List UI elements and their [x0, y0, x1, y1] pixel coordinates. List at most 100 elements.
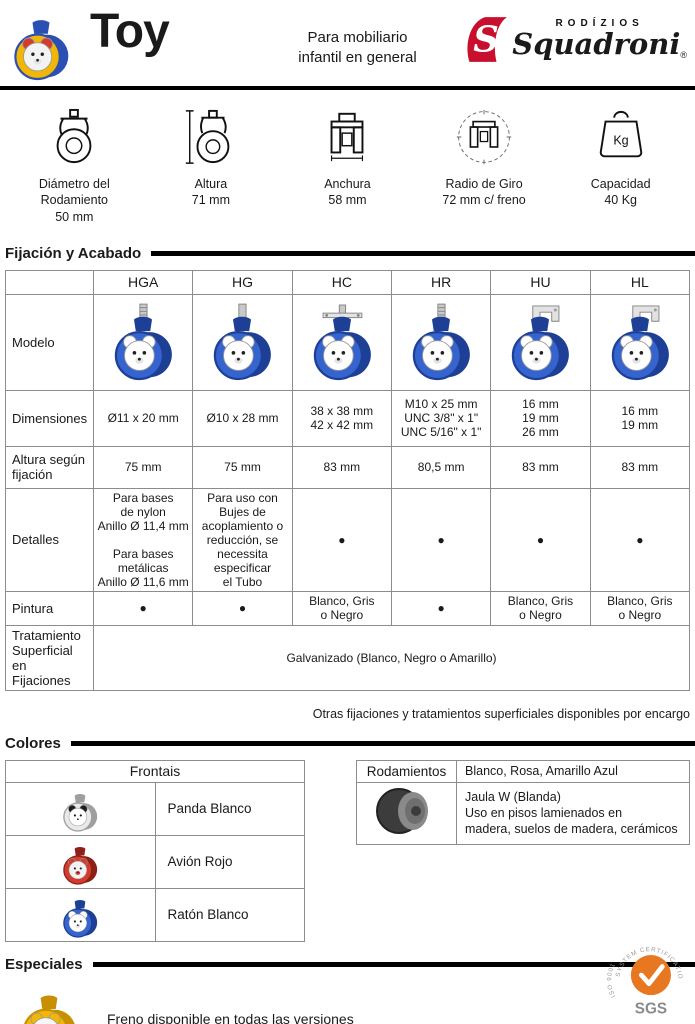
spec-value: 50 mm — [55, 209, 94, 224]
caster-image-hg — [205, 297, 279, 387]
squadroni-s-icon: S — [460, 14, 508, 64]
alt-hl: 83 mm — [589, 445, 691, 489]
alt-hc: 83 mm — [291, 445, 392, 489]
rodamientos-description: Jaula W (Blanda) Uso en pisos lamienados… — [456, 781, 690, 845]
header-divider — [0, 86, 695, 90]
row-label-altura: Altura según fijación — [5, 445, 94, 489]
row-altura: Altura según fijación 75 mm 75 mm 83 mm … — [5, 445, 691, 489]
brand-name: Squadroni — [512, 26, 681, 61]
section-colores-header: Colores — [0, 735, 695, 752]
tratamiento-value: Galvanizado (Blanco, Negro o Amarillo) — [93, 624, 690, 691]
spec-value: 71 mm — [191, 193, 230, 208]
frontais-row-avion: Avión Rojo — [5, 834, 305, 889]
caster-image-hga — [106, 297, 180, 387]
cert-badge-circle — [630, 955, 671, 996]
brand-text: RODÍZIOS Squadroni® — [512, 18, 687, 60]
spec-diameter: Diámetro del Rodamiento 50 mm — [6, 106, 143, 225]
dim-hga: Ø11 x 20 mm — [92, 389, 194, 447]
panda-caster-image — [58, 785, 102, 833]
dim-hr: M10 x 25 mm UNC 3/8" x 1" UNC 5/16" x 1" — [390, 389, 492, 447]
dim-hu: 16 mm 19 mm 26 mm — [490, 389, 591, 447]
row-dimensiones: Dimensiones Ø11 x 20 mm Ø10 x 28 mm 38 x… — [5, 389, 691, 447]
section-title-colores: Colores — [5, 734, 61, 752]
wheel-diameter-icon — [6, 106, 143, 166]
corner-cell — [5, 269, 94, 295]
spec-label: Altura — [194, 177, 228, 191]
frontais-table: Frontais Panda Blanco Avión Rojo Ratón B… — [5, 759, 305, 942]
sgs-certification-mark: SYSTEM CERTIFICATION ISO 9001 SGS — [604, 928, 691, 1022]
rodamientos-body-row: Jaula W (Blanda) Uso en pisos lamienados… — [356, 781, 690, 845]
frontais-label-raton: Ratón Blanco — [154, 887, 305, 942]
dim-hc: 38 x 38 mm 42 x 42 mm — [291, 389, 392, 447]
det-hl: ● — [589, 487, 691, 592]
raton-caster-image — [58, 891, 102, 939]
spec-label: Capacidad — [590, 177, 651, 191]
alt-hga: 75 mm — [92, 445, 194, 489]
row-detalles: Detalles Para bases de nylon Anillo Ø 11… — [5, 487, 691, 592]
section-rule — [92, 961, 695, 967]
capacity-weight-icon: Kg — [552, 106, 689, 166]
spec-turning-radius: Radio de Giro 72 mm c/ freno — [416, 106, 553, 225]
turning-radius-icon — [416, 106, 553, 166]
column-header-hl: HL — [589, 269, 691, 295]
pin-hl: Blanco, Gris o Negro — [589, 590, 691, 626]
rodamientos-header-row: Rodamientos Blanco, Rosa, Amarillo Azul — [356, 759, 690, 783]
pin-hr: ● — [390, 590, 492, 626]
frontais-row-panda: Panda Blanco — [5, 781, 305, 836]
spec-height: Altura 71 mm — [143, 106, 280, 225]
caster-image-hl — [603, 297, 677, 387]
cert-arc-side-text: ISO 9001 — [606, 962, 616, 999]
table-header-row: HGA HG HC HR HU HL — [5, 269, 691, 295]
registered-mark: ® — [680, 50, 687, 61]
especial-caster-image — [5, 983, 93, 1024]
avion-caster-image — [58, 838, 102, 886]
column-header-hu: HU — [490, 269, 591, 295]
alt-hg: 75 mm — [192, 445, 293, 489]
det-hc: ● — [291, 487, 392, 592]
wheel-image — [375, 787, 428, 834]
column-header-hc: HC — [291, 269, 392, 295]
caster-image-hc — [305, 297, 379, 387]
spec-value: 40 Kg — [604, 193, 637, 208]
spec-label: Radio de Giro — [445, 177, 523, 191]
column-header-hg: HG — [192, 269, 293, 295]
det-hga: Para bases de nylon Anillo Ø 11,4 mm Par… — [92, 487, 194, 592]
row-label-dimensiones: Dimensiones — [5, 389, 94, 447]
row-pintura: Pintura ● ● Blanco, Gris o Negro ● Blanc… — [5, 590, 691, 626]
width-icon — [279, 106, 416, 166]
column-header-hr: HR — [390, 269, 492, 295]
alt-hr: 80,5 mm — [390, 445, 492, 489]
caster-image-hu — [503, 297, 577, 387]
rodamientos-table: Rodamientos Blanco, Rosa, Amarillo Azul — [356, 759, 690, 845]
svg-text:S: S — [474, 20, 500, 61]
spec-capacity: Kg Capacidad 40 Kg — [552, 106, 689, 225]
spec-value: 72 mm c/ freno — [442, 193, 526, 208]
det-hg: Para uso con Bujes de acoplamiento o red… — [192, 487, 293, 592]
row-label-pintura: Pintura — [5, 590, 94, 626]
frontais-row-raton: Ratón Blanco — [5, 887, 305, 942]
section-title-fijacion: Fijación y Acabado — [5, 244, 142, 262]
fijacion-table: HGA HG HC HR HU HL Modelo Dimensiones Ø1… — [5, 269, 691, 691]
rodamientos-colors: Blanco, Rosa, Amarillo Azul — [456, 759, 690, 783]
header: Toy Para mobiliario infantil en general … — [0, 0, 695, 86]
brand-logo: S RODÍZIOS Squadroni® — [460, 14, 687, 64]
height-icon — [143, 106, 280, 166]
frontais-title: Frontais — [5, 759, 305, 783]
specs-row: Diámetro del Rodamiento 50 mm Altura 71 … — [0, 90, 695, 231]
section-rule — [151, 250, 695, 256]
colores-content: Frontais Panda Blanco Avión Rojo Ratón B… — [5, 759, 690, 942]
pin-hc: Blanco, Gris o Negro — [291, 590, 392, 626]
especiales-content: Freno disponible en todas las versiones — [5, 983, 690, 1024]
spec-width: Anchura 58 mm — [279, 106, 416, 225]
section-fijacion-header: Fijación y Acabado — [0, 245, 695, 262]
row-label-detalles: Detalles — [5, 487, 94, 592]
section-title-especiales: Especiales — [5, 955, 83, 973]
rodamientos-title: Rodamientos — [356, 759, 457, 783]
spec-value: 58 mm — [328, 193, 367, 208]
pin-hg: ● — [192, 590, 293, 626]
section-rule — [70, 740, 695, 746]
svg-text:ISO 9001: ISO 9001 — [607, 962, 617, 999]
cert-name: SGS — [635, 1000, 667, 1017]
det-hr: ● — [390, 487, 492, 592]
